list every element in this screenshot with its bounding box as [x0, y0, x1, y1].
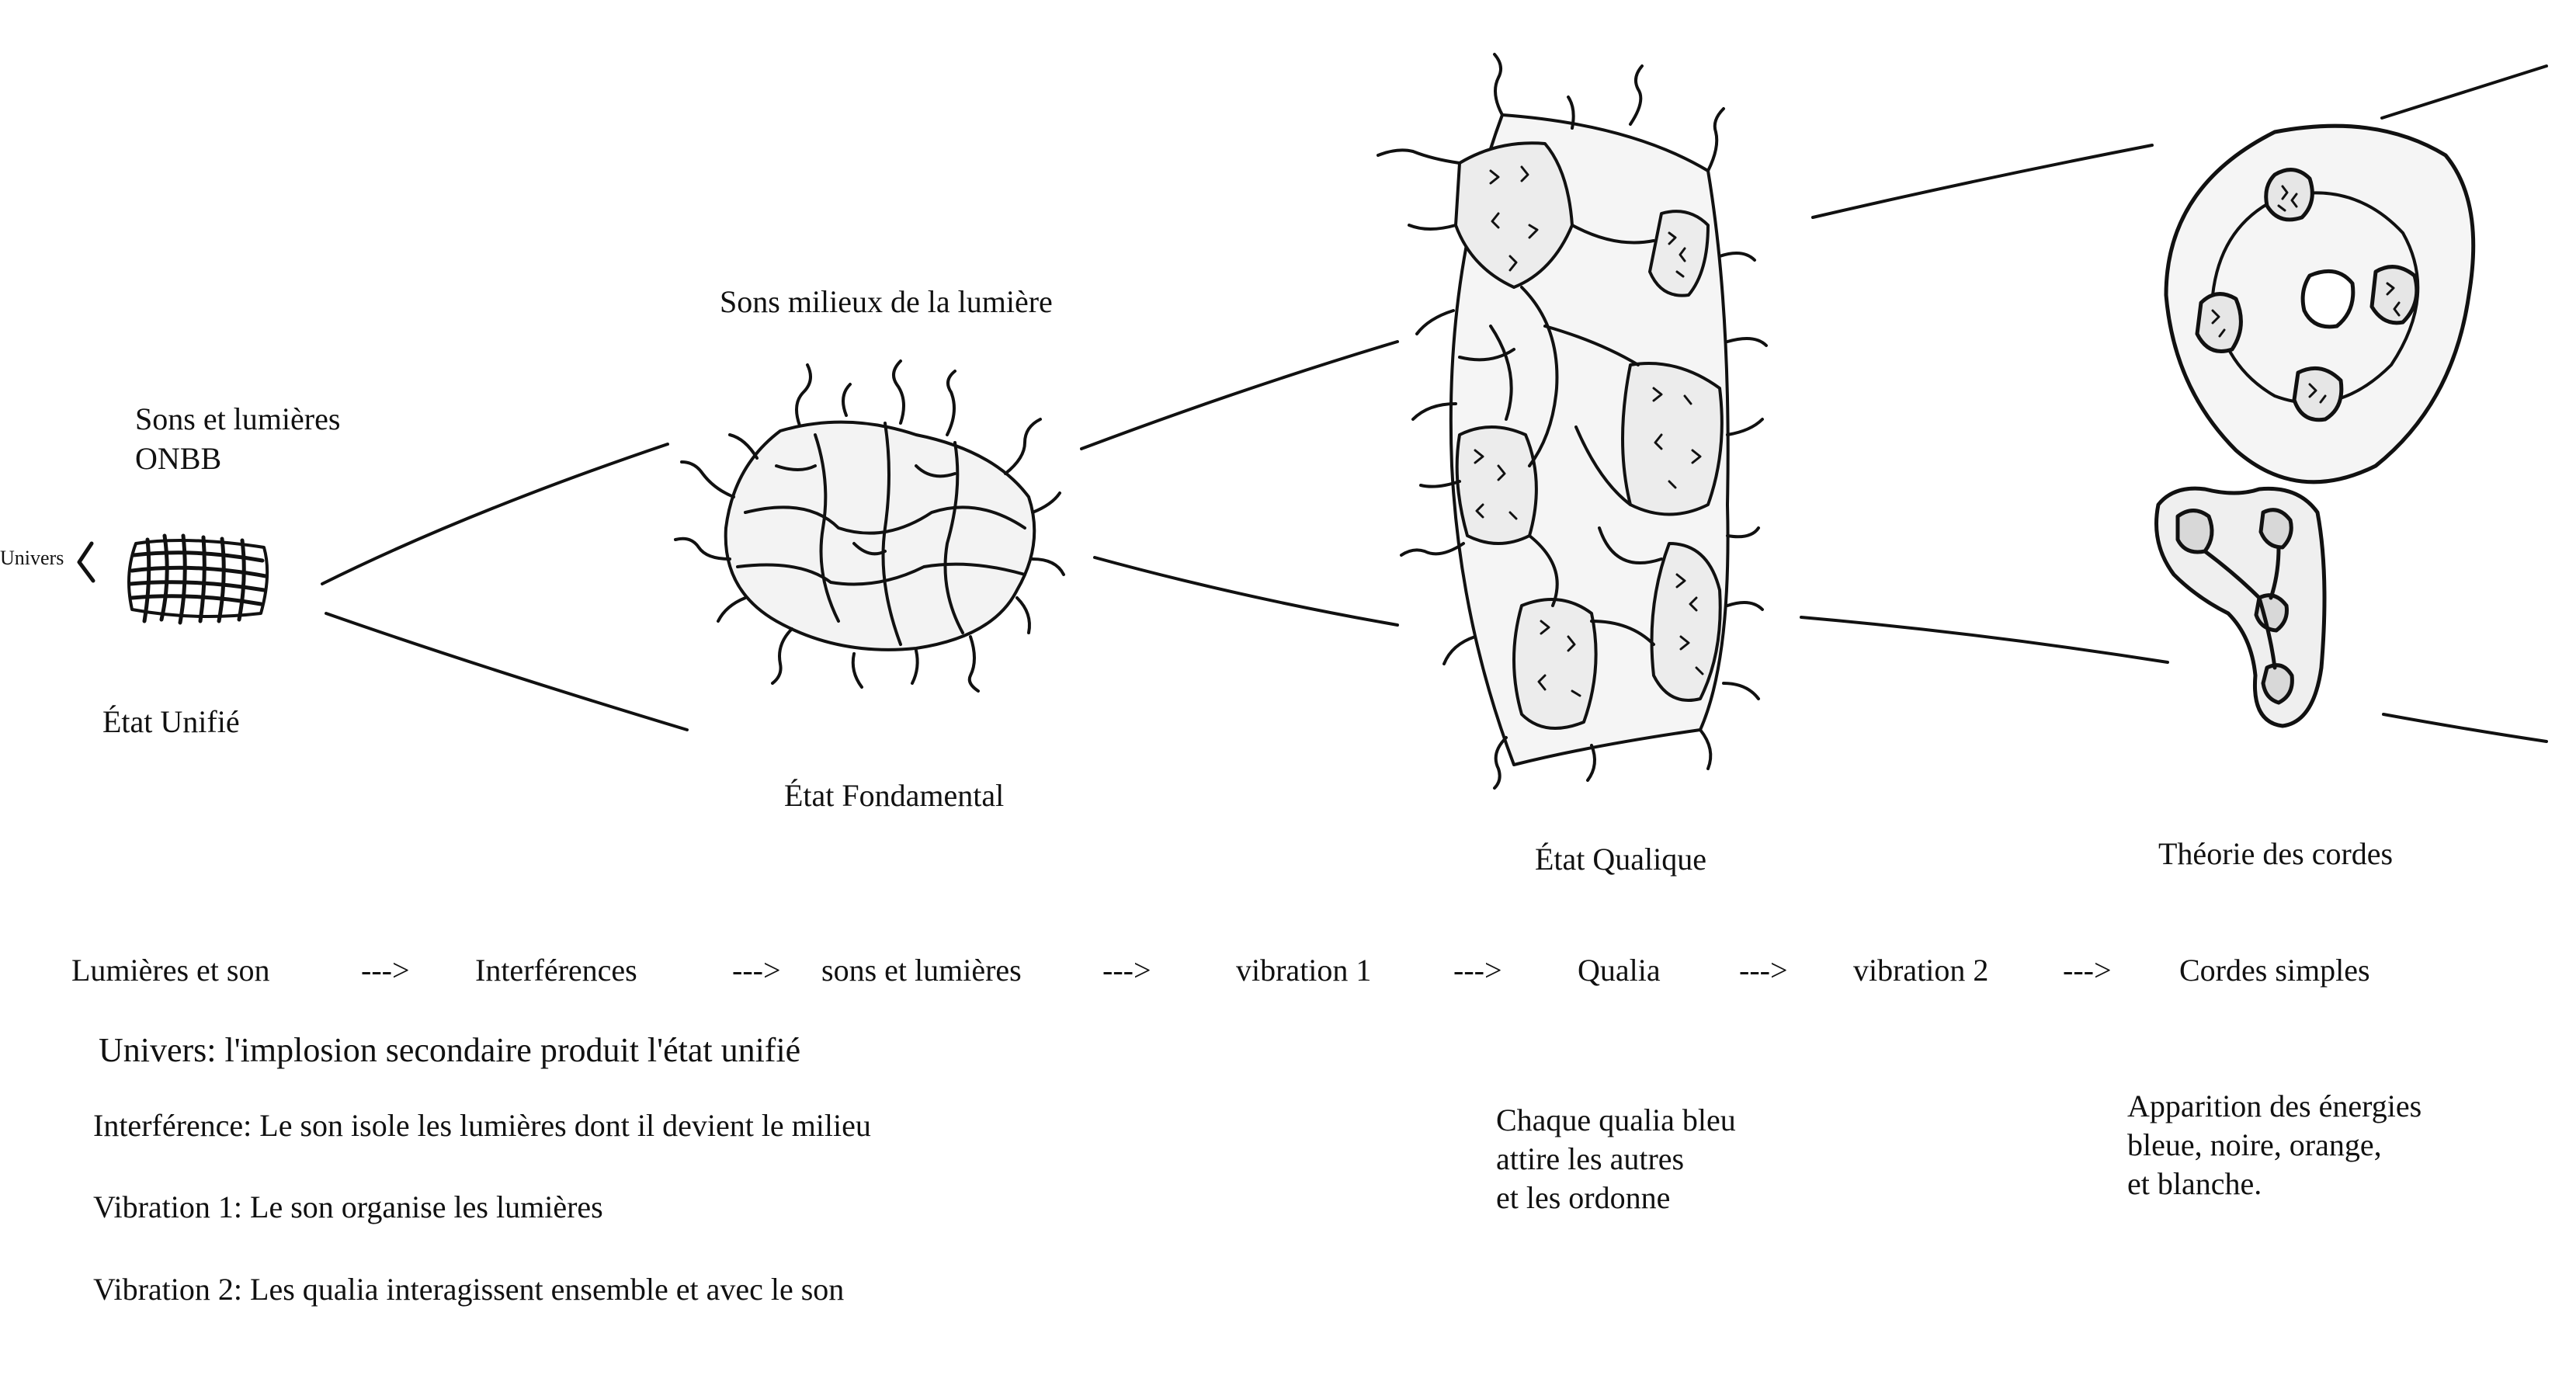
cone-2 [1080, 340, 1399, 627]
cone-3 [1800, 144, 2169, 664]
flow-arrow-5: ---> [1739, 953, 1788, 988]
flow-arrow-2: ---> [732, 953, 781, 988]
sons-milieux-label: Sons milieux de la lumière [720, 284, 1053, 319]
etat-unifie-label: État Unifié [102, 704, 240, 739]
etat-fondamental-label: État Fondamental [784, 778, 1005, 813]
energies-note-line-2: bleue, noire, orange, [2127, 1127, 2382, 1162]
qualia-note-line-1: Chaque qualia bleu [1496, 1103, 1736, 1137]
note-vibration-2: Vibration 2: Les qualia interagissent en… [93, 1272, 845, 1307]
string-theory-figures [2154, 123, 2476, 728]
note-vibration-1: Vibration 1: Le son organise les lumière… [93, 1189, 603, 1224]
flow-step-6: vibration 2 [1853, 953, 1989, 988]
onbb-label: ONBB [135, 441, 222, 476]
qualic-state-column [1377, 53, 1768, 790]
cone-4 [2380, 64, 2548, 743]
note-univers: Univers: l'implosion secondaire produit … [99, 1031, 801, 1069]
etat-qualique-label: État Qualique [1535, 842, 1707, 877]
flow-arrow-3: ---> [1102, 953, 1151, 988]
flow-arrow-6: ---> [2063, 953, 2112, 988]
fundamental-state-cluster [674, 359, 1065, 693]
theorie-cordes-label: Théorie des cordes [2158, 836, 2394, 871]
note-interference: Interférence: Le son isole les lumières … [93, 1108, 871, 1143]
energies-note-line-1: Apparition des énergies [2127, 1089, 2422, 1123]
flow-step-7: Cordes simples [2179, 953, 2370, 988]
flow-arrow-4: ---> [1453, 953, 1502, 988]
flow-step-3: sons et lumières [821, 953, 1022, 988]
univers-label: Univers [0, 547, 64, 569]
unified-state-mesh [77, 533, 269, 625]
cone-1 [321, 443, 689, 731]
flow-step-1: Lumières et son [71, 953, 270, 988]
qualia-note: Chaque qualia bleu attire les autres et … [1496, 1101, 1736, 1217]
sons-lumieres-label: Sons et lumières [135, 401, 341, 436]
qualia-note-line-2: attire les autres [1496, 1141, 1685, 1176]
flow-step-2: Interférences [475, 953, 637, 988]
qualia-note-line-3: et les ordonne [1496, 1180, 1671, 1215]
flow-step-5: Qualia [1578, 953, 1661, 988]
energies-note-line-3: et blanche. [2127, 1166, 2262, 1201]
energies-note: Apparition des énergies bleue, noire, or… [2127, 1087, 2422, 1203]
flow-arrow-1: ---> [361, 953, 410, 988]
flow-step-4: vibration 1 [1236, 953, 1372, 988]
